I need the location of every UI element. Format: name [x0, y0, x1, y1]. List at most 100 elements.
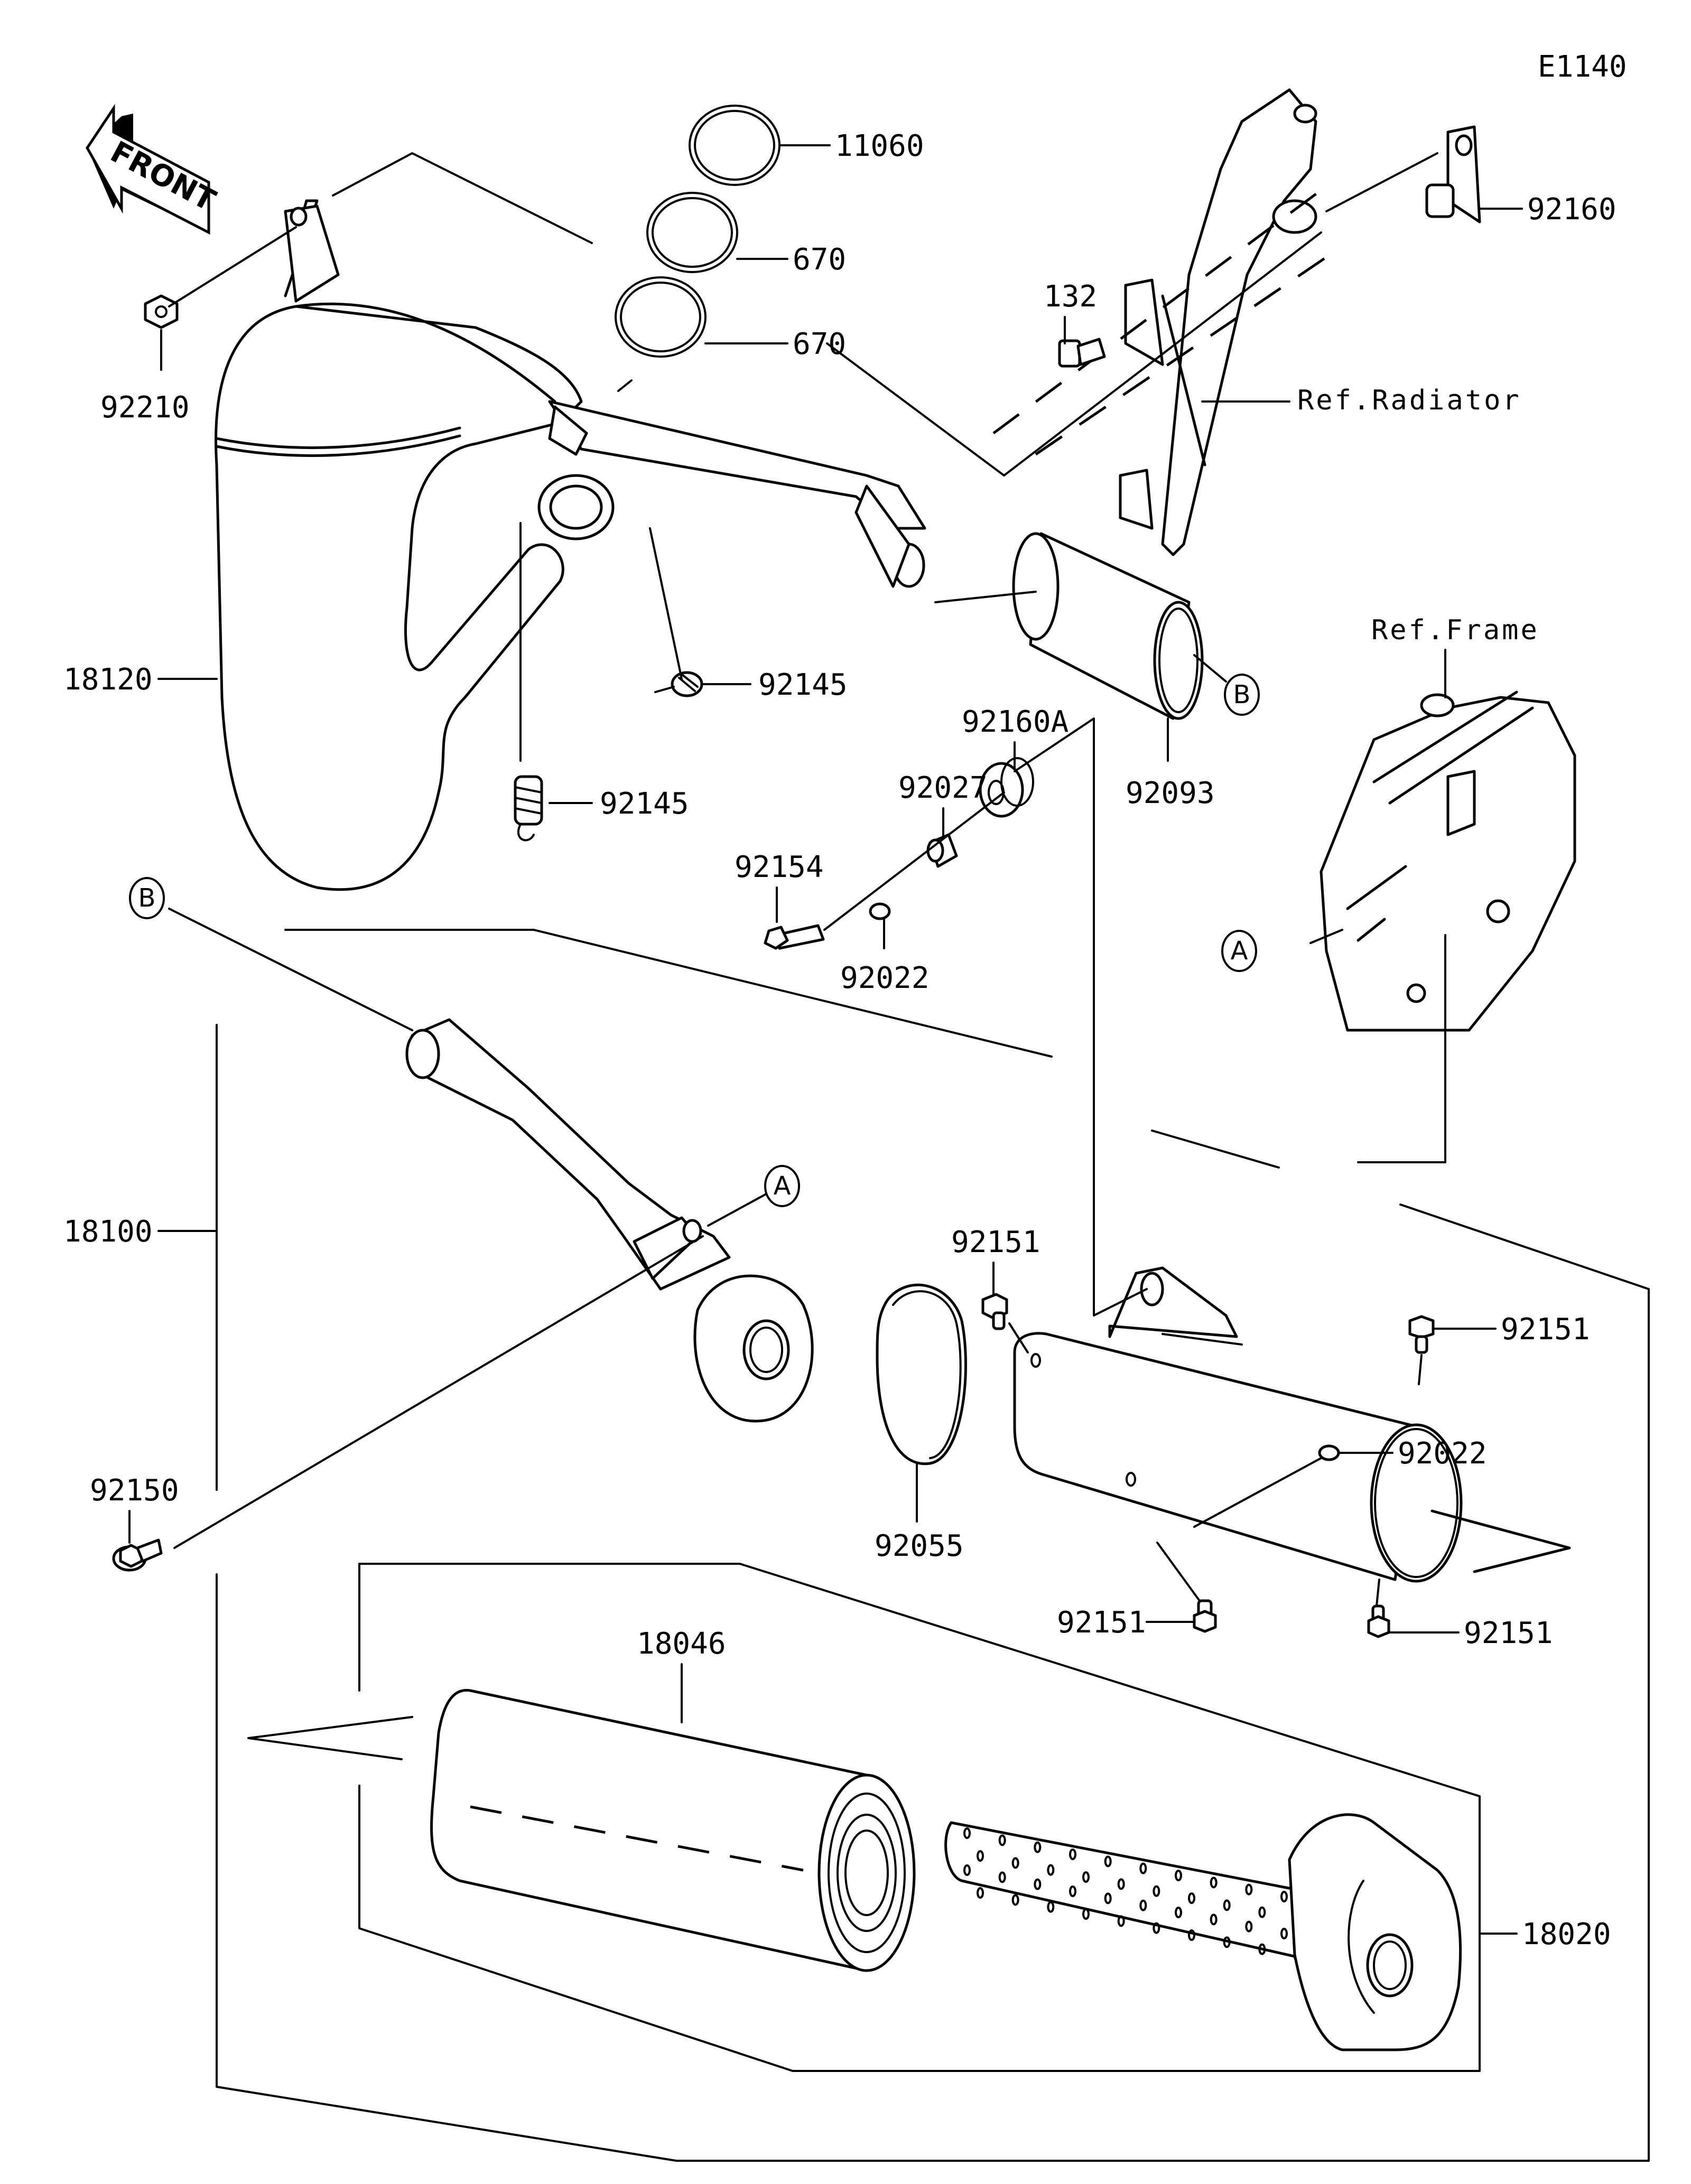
- bolt-92151-top-left-drawing: [981, 1293, 1008, 1330]
- perforation-hole: [1082, 1908, 1090, 1920]
- perforation-hole: [1034, 1841, 1042, 1853]
- perforation-hole: [998, 1871, 1006, 1883]
- perforation-hole: [977, 1887, 984, 1899]
- front-arrow-icon: FRONT: [86, 104, 221, 235]
- label-92145-upper: 92145: [758, 668, 848, 702]
- label-92145-lower: 92145: [600, 787, 689, 821]
- ref-radiator-label: Ref.Radiator: [1297, 385, 1521, 416]
- perforation-hole: [1117, 1878, 1125, 1890]
- label-92151-bottom-center: 92151: [1057, 1606, 1146, 1640]
- label-92151-top-left: 92151: [951, 1225, 1040, 1259]
- label-92022-lower: 92022: [1398, 1436, 1487, 1471]
- damper-stack-drawing: [764, 757, 1034, 950]
- label-18020: 18020: [1522, 1917, 1611, 1952]
- radiator-bracket-drawing: [992, 88, 1333, 556]
- bolt-92150-drawing: [112, 1538, 163, 1572]
- perforation-hole: [1069, 1886, 1076, 1897]
- ring-670-lower: [615, 276, 707, 358]
- marker-b-upper: B: [1224, 674, 1260, 716]
- ring-11060: [689, 105, 781, 186]
- perforation-hole: [1223, 1899, 1231, 1911]
- perforation-hole: [1188, 1892, 1195, 1904]
- label-92160a: 92160A: [962, 705, 1069, 739]
- perforation-hole: [1210, 1914, 1218, 1926]
- svg-text:B: B: [138, 883, 156, 913]
- diagram-code: E1140: [1538, 50, 1627, 84]
- label-18100: 18100: [63, 1215, 153, 1249]
- perforation-hole: [1117, 1915, 1125, 1927]
- perforation-hole: [963, 1827, 971, 1839]
- bolt-92151-bottom-right-drawing: [1367, 1604, 1390, 1638]
- label-92055: 92055: [875, 1529, 964, 1563]
- perforation-hole: [1034, 1878, 1042, 1890]
- perforation-hole: [1047, 1864, 1055, 1876]
- marker-b-lower: B: [129, 877, 165, 919]
- perforation-hole: [1069, 1849, 1076, 1860]
- spark-arrester-18020-drawing: [944, 1813, 1462, 2051]
- perforation-hole: [963, 1864, 971, 1876]
- perforation-hole: [1153, 1885, 1160, 1897]
- perforation-hole: [1047, 1901, 1055, 1913]
- svg-text:A: A: [1231, 936, 1248, 966]
- perforation-hole: [1280, 1891, 1288, 1902]
- marker-a-lower: A: [764, 1165, 800, 1207]
- leader-lines: [128, 144, 1650, 2162]
- perforation-hole: [1139, 1862, 1147, 1874]
- perforations: [963, 1827, 1301, 1962]
- label-92151-top-right: 92151: [1501, 1312, 1590, 1347]
- perforation-hole: [1258, 1943, 1266, 1955]
- label-92210: 92210: [100, 390, 190, 425]
- ring-670-upper: [646, 192, 738, 273]
- svg-text:B: B: [1233, 680, 1251, 710]
- damper-bracket-92160-drawing: [1425, 125, 1481, 223]
- label-92093: 92093: [1126, 776, 1215, 810]
- bolt-92151-top-right-drawing: [1408, 1315, 1435, 1354]
- perforation-hole: [1082, 1871, 1090, 1883]
- perforation-hole: [1223, 1936, 1231, 1948]
- label-92160: 92160: [1527, 192, 1616, 227]
- label-92027: 92027: [898, 771, 988, 805]
- spring-lower-drawing: [514, 775, 543, 842]
- perforation-hole: [998, 1834, 1006, 1846]
- silencer-18046-drawing: [430, 1688, 916, 1972]
- label-670-lower: 670: [793, 327, 846, 361]
- perforation-hole: [1258, 1906, 1266, 1918]
- label-11060: 11060: [835, 129, 924, 163]
- label-132: 132: [1044, 279, 1097, 314]
- perforation-hole: [1011, 1894, 1019, 1906]
- label-18120: 18120: [63, 662, 153, 697]
- exhaust-chamber-drawing: [215, 199, 926, 891]
- perforation-hole: [1245, 1920, 1253, 1933]
- spring-upper-drawing: [654, 671, 703, 697]
- label-18046: 18046: [637, 1627, 726, 1661]
- washer-92022-lower-drawing: [1318, 1444, 1340, 1461]
- label-92150: 92150: [90, 1473, 179, 1508]
- perforation-hole: [1175, 1907, 1182, 1918]
- perforation-hole: [977, 1850, 984, 1862]
- muffler-body-drawing: [1013, 1266, 1571, 1583]
- gasket-92055-drawing: [876, 1283, 967, 1466]
- perforation-hole: [1139, 1899, 1147, 1911]
- label-92022-upper: 92022: [840, 961, 930, 995]
- perforation-hole: [1175, 1870, 1182, 1881]
- perforation-hole: [1188, 1929, 1195, 1941]
- label-92151-bottom-right: 92151: [1464, 1616, 1553, 1650]
- perforation-hole: [1011, 1857, 1019, 1869]
- bolt-132-drawing: [1058, 338, 1106, 368]
- nut-92210-drawing: [144, 294, 179, 329]
- perforation-hole: [1210, 1877, 1218, 1889]
- perforation-hole: [1153, 1922, 1160, 1934]
- perforation-hole: [1104, 1855, 1112, 1868]
- mid-pipe-drawing: [405, 1018, 814, 1423]
- label-670-upper: 670: [793, 242, 846, 277]
- perforation-hole: [1245, 1883, 1253, 1896]
- joint-sleeve-drawing: [1012, 532, 1204, 720]
- svg-text:A: A: [774, 1171, 791, 1201]
- label-92154: 92154: [735, 850, 824, 884]
- ref-frame-label: Ref.Frame: [1371, 614, 1539, 646]
- marker-a-upper: A: [1221, 930, 1257, 972]
- perforation-hole: [1280, 1928, 1288, 1939]
- bolt-92151-bottom-center-drawing: [1193, 1599, 1217, 1633]
- perforation-hole: [1104, 1892, 1112, 1905]
